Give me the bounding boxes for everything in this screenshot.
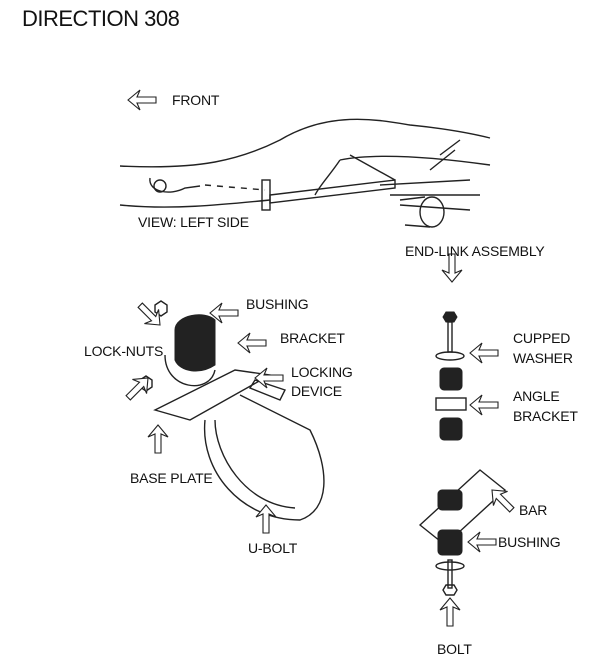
mount-illustration (139, 300, 325, 521)
end-link-illustration (418, 311, 507, 596)
label-bolt: BOLT (437, 641, 472, 657)
bolt-arrow-icon (439, 597, 461, 627)
bushing-arrow-icon (467, 531, 497, 553)
cupped-washer-arrow-icon (469, 342, 499, 364)
label-front: FRONT (172, 92, 220, 108)
label-locking: LOCKING (291, 364, 353, 380)
diagram-title: DIRECTION 308 (22, 6, 180, 31)
label-washer: WASHER (513, 350, 573, 366)
u-bolt-arrow-icon (255, 504, 277, 534)
label-bracket: BRACKET (280, 330, 345, 346)
label-angle: ANGLE (513, 388, 560, 404)
side-view-illustration (119, 118, 491, 228)
label-bushing-lower: BUSHING (498, 534, 561, 550)
base-plate-arrow-icon (147, 424, 169, 454)
front-arrow-icon (127, 89, 157, 111)
label-lock-nuts: LOCK-NUTS (84, 343, 164, 359)
label-device: DEVICE (291, 383, 342, 399)
label-cupped: CUPPED (513, 330, 571, 346)
label-base-plate: BASE PLATE (130, 470, 213, 486)
label-u-bolt: U-BOLT (248, 540, 298, 556)
label-view: VIEW: LEFT SIDE (138, 214, 249, 230)
angle-bracket-arrow-icon (469, 394, 499, 416)
label-angle-bracket: BRACKET (513, 408, 578, 424)
bracket-arrow-icon (237, 332, 267, 354)
label-bushing: BUSHING (246, 296, 309, 312)
label-bar: BAR (519, 502, 548, 518)
label-end-link-assembly: END-LINK ASSEMBLY (405, 243, 545, 259)
